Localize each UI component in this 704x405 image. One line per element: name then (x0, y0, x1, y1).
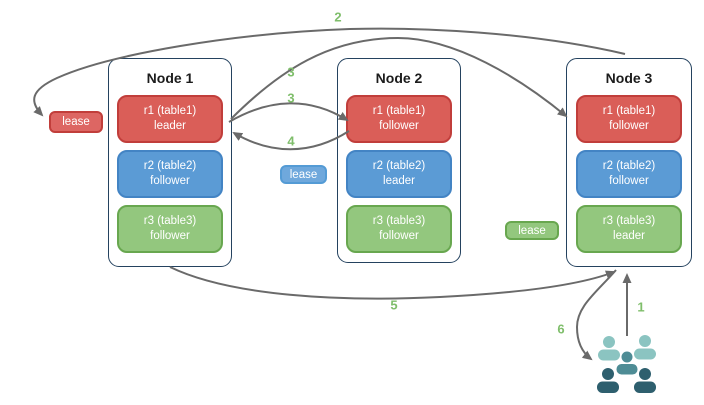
replica-r2-node3: r2 (table2) follower (576, 150, 682, 198)
lease-badge-r1: lease (49, 111, 103, 133)
node-2-box: Node 2 r1 (table1) follower r2 (table2) … (337, 58, 461, 263)
replica-r2-node2: r2 (table2) leader (346, 150, 452, 198)
replica-r2-node1: r2 (table2) follower (117, 150, 223, 198)
lease-badge-r2: lease (280, 165, 327, 184)
replica-r3-node3: r3 (table3) leader (576, 205, 682, 253)
replica-role: follower (150, 230, 190, 242)
flow-label-5: 5 (390, 297, 398, 313)
replica-r1-node1: r1 (table1) leader (117, 95, 223, 143)
flow-label-4: 4 (287, 133, 295, 149)
node-1-box: Node 1 r1 (table1) leader r2 (table2) fo… (108, 58, 232, 267)
replica-role: leader (154, 120, 186, 132)
arrow-step3-node1-to-node2-r1 (228, 102, 349, 123)
flow-label-6: 6 (557, 321, 565, 337)
replica-role: leader (613, 230, 645, 242)
replica-role: follower (609, 175, 649, 187)
replica-role: follower (150, 175, 190, 187)
replica-r1-node2: r1 (table1) follower (346, 95, 452, 143)
node-title: Node 1 (146, 70, 194, 86)
replica-name: r2 (table2) (602, 159, 656, 172)
replica-name: r1 (table1) (602, 104, 656, 117)
replica-name: r3 (table3) (372, 214, 426, 227)
replica-role: follower (609, 120, 649, 132)
flow-label-3b: 3 (287, 90, 295, 106)
replica-role: leader (383, 175, 415, 187)
lease-badge-label: lease (518, 224, 546, 237)
replica-r3-node1: r3 (table3) follower (117, 205, 223, 253)
replica-name: r1 (table1) (372, 104, 426, 117)
replica-name: r2 (table2) (372, 159, 426, 172)
replica-name: r2 (table2) (143, 159, 197, 172)
lease-badge-label: lease (62, 116, 90, 128)
node-3-box: Node 3 r1 (table1) follower r2 (table2) … (566, 58, 692, 267)
arrow-step6-node3-to-users (575, 269, 617, 361)
node-title: Node 2 (375, 70, 423, 86)
node-title: Node 3 (605, 70, 653, 86)
flow-label-3a: 3 (287, 64, 295, 80)
replica-name: r3 (table3) (602, 214, 656, 227)
replica-role: follower (379, 120, 419, 132)
replica-name: r3 (table3) (143, 214, 197, 227)
flow-label-2: 2 (334, 9, 342, 25)
replica-r1-node3: r1 (table1) follower (576, 95, 682, 143)
replica-r3-node2: r3 (table3) follower (346, 205, 452, 253)
arrow-step5-node1-to-node3 (169, 266, 616, 300)
lease-badge-r3: lease (505, 221, 559, 240)
users-group-icon (597, 335, 656, 393)
flow-label-1: 1 (637, 299, 645, 315)
replica-name: r1 (table1) (143, 104, 197, 117)
replica-role: follower (379, 230, 419, 242)
lease-badge-label: lease (289, 168, 318, 181)
